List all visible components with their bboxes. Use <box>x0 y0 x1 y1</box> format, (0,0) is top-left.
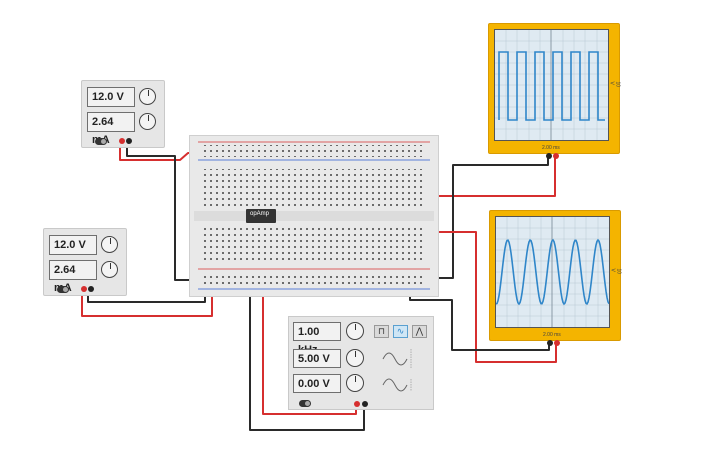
scope-negative-terminal[interactable] <box>546 153 552 159</box>
voltage-knob[interactable] <box>101 236 118 253</box>
positive-terminal[interactable] <box>81 286 87 292</box>
wire-black[interactable] <box>430 156 549 279</box>
triangle-wave-button[interactable]: ⋀ <box>412 325 427 338</box>
current-display: 2.64 mA <box>87 112 135 146</box>
amplitude-display: 5.00 V <box>293 349 341 368</box>
volt-scale-label: 10 V <box>609 268 622 275</box>
scope-positive-terminal[interactable] <box>554 340 560 346</box>
negative-terminal[interactable] <box>88 286 94 292</box>
chip-label: opAmp <box>250 211 270 217</box>
positive-terminal[interactable] <box>119 138 125 144</box>
scope-negative-terminal[interactable] <box>547 340 553 346</box>
positive-terminal[interactable] <box>354 401 360 407</box>
voltage-knob[interactable] <box>139 88 156 105</box>
offset-display: 0.00 V <box>293 374 341 393</box>
voltage-display: 12.0 V <box>49 235 97 255</box>
power-supply-bottom[interactable]: 12.0 V 2.64 mA <box>43 228 127 296</box>
oscilloscope-bottom[interactable]: 2.00 ms 10 V <box>489 210 622 346</box>
current-knob[interactable] <box>101 261 118 278</box>
current-display: 2.64 mA <box>49 260 97 294</box>
current-knob[interactable] <box>139 113 156 130</box>
sine-wave-trace <box>496 217 609 327</box>
power-switch[interactable] <box>299 400 311 407</box>
sine-wave-button[interactable]: ∿ <box>393 325 408 338</box>
square-wave-button[interactable]: ⊓ <box>374 325 389 338</box>
power-switch[interactable] <box>57 286 69 293</box>
amplitude-knob[interactable] <box>346 349 364 367</box>
offset-knob[interactable] <box>346 374 364 392</box>
opamp-chip[interactable]: opAmp <box>246 209 276 223</box>
negative-terminal[interactable] <box>362 401 368 407</box>
breadboard[interactable]: opAmp <box>189 135 439 297</box>
breadboard-holes <box>194 141 434 290</box>
time-scale-label: 2.00 ms <box>542 145 560 151</box>
negative-terminal[interactable] <box>126 138 132 144</box>
scope-screen <box>494 29 609 141</box>
wire-black[interactable] <box>126 141 205 281</box>
oscilloscope-top[interactable]: 2.00 ms 10 V <box>488 23 621 159</box>
frequency-display: 1.00 kHz <box>293 322 341 356</box>
frequency-knob[interactable] <box>346 322 364 340</box>
wire-red[interactable] <box>81 282 213 317</box>
voltage-display: 12.0 V <box>87 87 135 107</box>
power-switch[interactable] <box>95 138 107 145</box>
wire-black[interactable] <box>409 282 550 351</box>
volt-scale-label: 10 V <box>608 81 621 88</box>
square-wave-trace <box>495 30 608 140</box>
scope-positive-terminal[interactable] <box>553 153 559 159</box>
waveform-icons <box>382 349 412 392</box>
time-scale-label: 2.00 ms <box>543 332 561 338</box>
function-generator[interactable]: 1.00 kHz 5.00 V 0.00 V ⊓ ∿ ⋀ <box>288 316 434 410</box>
scope-screen <box>495 216 610 328</box>
power-supply-top[interactable]: 12.0 V 2.64 mA <box>81 80 165 148</box>
